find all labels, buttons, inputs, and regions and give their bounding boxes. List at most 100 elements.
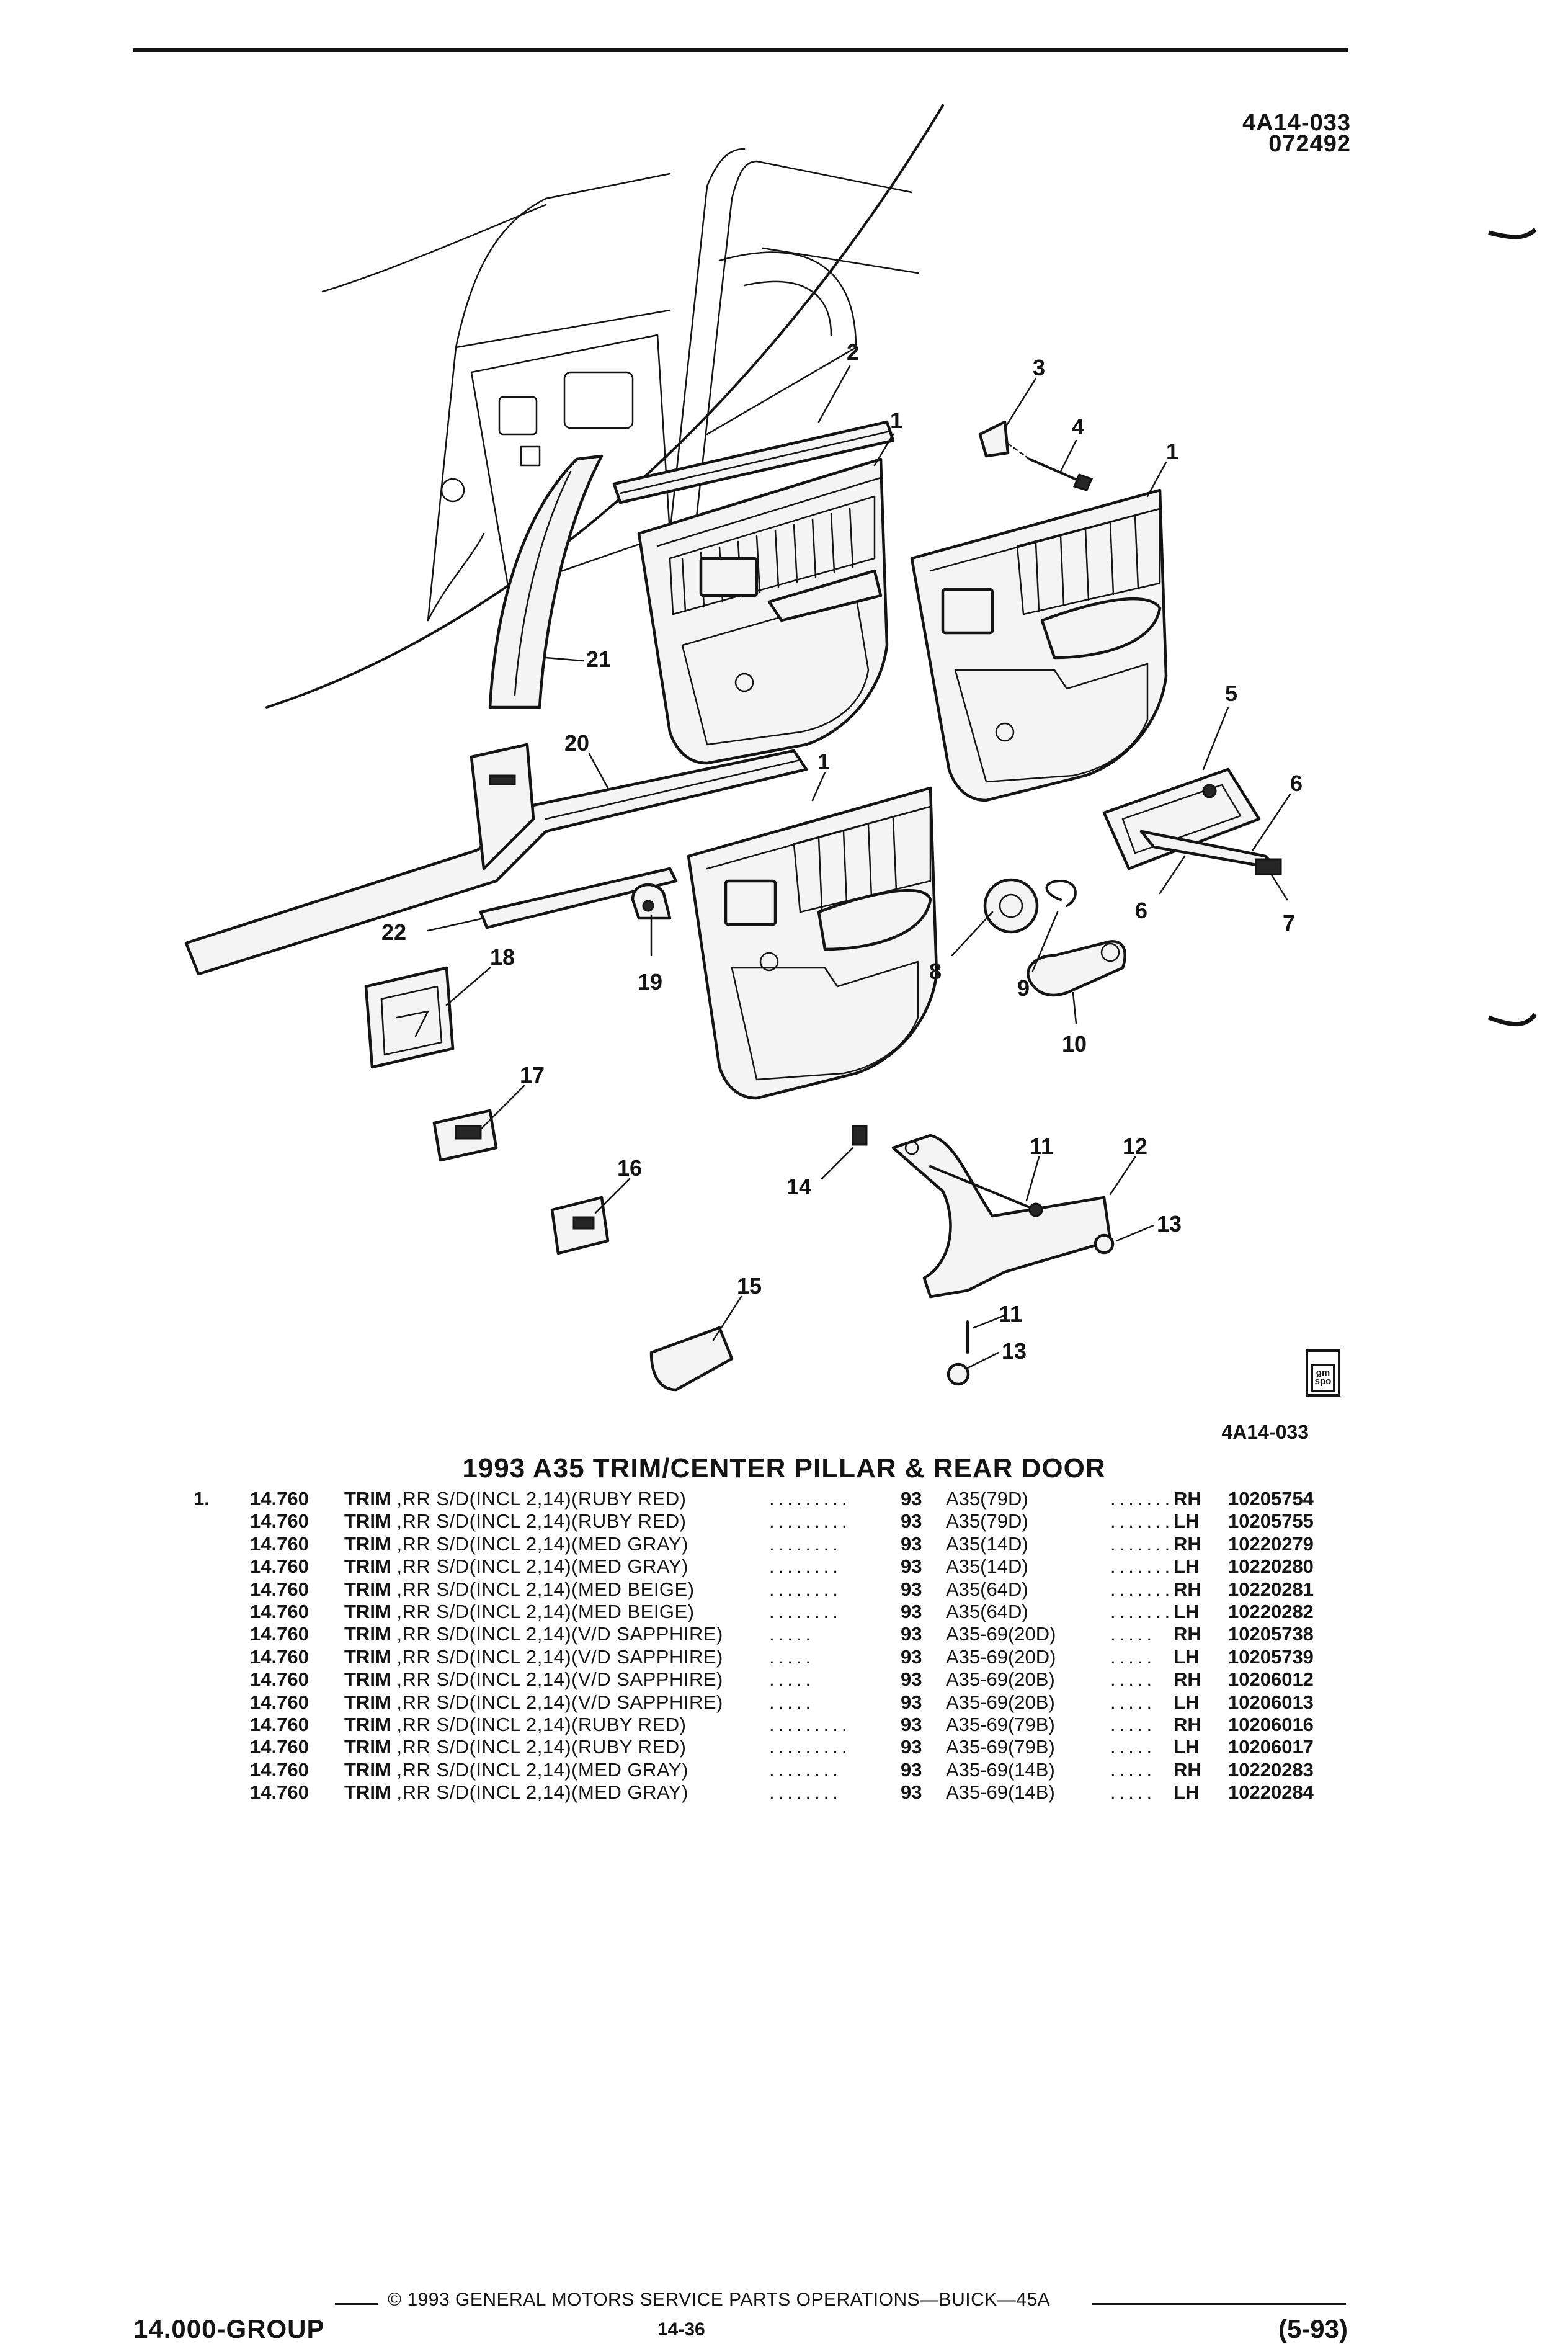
- callout-label: 12: [1123, 1134, 1147, 1159]
- parts-cell-model: A35(14D): [946, 1532, 1028, 1555]
- callout-label: 13: [1002, 1338, 1027, 1364]
- parts-name: TRIM: [344, 1668, 391, 1691]
- parts-cell-group: 14.760: [250, 1578, 309, 1600]
- part-22-sill-trim: [479, 867, 678, 929]
- parts-cell-leader1: ........: [769, 1555, 842, 1578]
- parts-cell-model: A35-69(20B): [946, 1691, 1055, 1713]
- parts-cell-leader1: ........: [769, 1758, 842, 1781]
- parts-cell-leader2: .....: [1110, 1623, 1156, 1645]
- parts-name: TRIM: [344, 1713, 391, 1735]
- parts-cell-part-number: 10220279: [1228, 1532, 1314, 1555]
- part-16-switch-housing: [550, 1196, 610, 1255]
- callout-label: 1: [817, 749, 830, 774]
- margin-mark: [1488, 228, 1537, 239]
- parts-cell-description: TRIM ,RR S/D(INCL 2,14)(RUBY RED): [344, 1510, 686, 1532]
- parts-desc: ,RR S/D(INCL 2,14)(V/D SAPPHIRE): [396, 1691, 723, 1713]
- parts-cell-side: RH: [1174, 1623, 1201, 1645]
- parts-cell-model: A35(64D): [946, 1578, 1028, 1600]
- parts-cell-description: TRIM ,RR S/D(INCL 2,14)(RUBY RED): [344, 1736, 686, 1758]
- part-5-handle-bezel: [1102, 767, 1261, 870]
- parts-cell-leader1: .........: [769, 1488, 851, 1510]
- illustration-caption: 4A14-033: [1221, 1421, 1309, 1443]
- parts-desc: ,RR S/D(INCL 2,14)(RUBY RED): [396, 1510, 687, 1532]
- parts-cell-description: TRIM ,RR S/D(INCL 2,14)(MED GRAY): [344, 1533, 688, 1555]
- parts-cell-leader1: .........: [769, 1713, 851, 1735]
- parts-cell-description: TRIM ,RR S/D(INCL 2,14)(MED GRAY): [344, 1555, 688, 1578]
- part-15-bracket: [649, 1326, 734, 1392]
- part-3-clip: [978, 420, 1010, 458]
- parts-cell-description: TRIM ,RR S/D(INCL 2,14)(MED BEIGE): [344, 1601, 695, 1623]
- parts-name: TRIM: [344, 1488, 391, 1510]
- parts-cell-year: 93: [901, 1645, 922, 1668]
- parts-name: TRIM: [344, 1758, 391, 1781]
- parts-cell-leader1: .....: [769, 1623, 815, 1645]
- parts-name: TRIM: [344, 1600, 391, 1622]
- parts-cell-part-number: 10220280: [1228, 1555, 1314, 1578]
- parts-cell-model: A35-69(14B): [946, 1781, 1055, 1804]
- part-20-sill-plate: [184, 743, 808, 976]
- parts-cell-group: 14.760: [250, 1600, 309, 1622]
- callout-label: 7: [1283, 910, 1295, 936]
- parts-cell-side: LH: [1174, 1781, 1200, 1804]
- parts-cell-leader2: ........: [1110, 1510, 1183, 1532]
- callout-label: 19: [638, 969, 662, 995]
- parts-desc: ,RR S/D(INCL 2,14)(MED GRAY): [396, 1758, 688, 1781]
- parts-cell-group: 14.760: [250, 1668, 309, 1691]
- parts-cell-side: RH: [1174, 1488, 1201, 1510]
- parts-cell-description: TRIM ,RR S/D(INCL 2,14)(RUBY RED): [344, 1488, 686, 1510]
- parts-cell-description: TRIM ,RR S/D(INCL 2,14)(V/D SAPPHIRE): [344, 1646, 723, 1668]
- parts-cell-model: A35(14D): [946, 1555, 1028, 1578]
- parts-cell-model: A35-69(20D): [946, 1623, 1056, 1645]
- door-trim-panel-upper-right: [910, 488, 1168, 802]
- parts-cell-side: LH: [1174, 1691, 1200, 1713]
- callout-leaders: [427, 365, 1291, 1369]
- exploded-parts-diagram: 1 1 1 2 3 4 5 6 6 7 8 9 10 11 11 12 13 1…: [184, 104, 1537, 1392]
- parts-cell-year: 93: [901, 1781, 922, 1804]
- callout-label: 20: [564, 730, 589, 756]
- margin-mark: [1487, 1013, 1537, 1027]
- parts-cell-part-number: 10206013: [1228, 1691, 1314, 1713]
- parts-cell-part-number: 10206016: [1228, 1713, 1314, 1735]
- parts-cell-group: 14.760: [250, 1555, 309, 1578]
- parts-cell-model: A35-69(20B): [946, 1668, 1055, 1691]
- parts-cell-group: 14.760: [250, 1532, 309, 1555]
- parts-name: TRIM: [344, 1578, 391, 1600]
- part-13-cap: [947, 1233, 1115, 1386]
- parts-cell-year: 93: [901, 1668, 922, 1691]
- callout-label: 6: [1290, 771, 1303, 796]
- parts-cell-leader1: .........: [769, 1736, 851, 1758]
- parts-cell-group: 14.760: [250, 1623, 309, 1645]
- parts-desc: ,RR S/D(INCL 2,14)(MED GRAY): [396, 1532, 688, 1555]
- parts-cell-year: 93: [901, 1555, 922, 1578]
- part-4-screw: [1007, 442, 1094, 491]
- parts-cell-model: A35-69(79B): [946, 1736, 1055, 1758]
- parts-cell-description: TRIM ,RR S/D(INCL 2,14)(V/D SAPPHIRE): [344, 1691, 723, 1714]
- parts-cell-leader2: ........: [1110, 1555, 1183, 1578]
- parts-cell-side: LH: [1174, 1645, 1200, 1668]
- parts-name: TRIM: [344, 1532, 391, 1555]
- parts-cell-side: RH: [1174, 1532, 1201, 1555]
- parts-cell-side: LH: [1174, 1600, 1200, 1622]
- page-number: 14-36: [657, 2319, 705, 2340]
- parts-cell-year: 93: [901, 1713, 922, 1735]
- parts-cell-description: TRIM ,RR S/D(INCL 2,14)(MED BEIGE): [344, 1578, 695, 1601]
- part-18-switch-bezel: [364, 966, 455, 1069]
- parts-cell-description: TRIM ,RR S/D(INCL 2,14)(V/D SAPPHIRE): [344, 1623, 723, 1645]
- door-trim-panel-lower: [687, 786, 938, 1100]
- parts-cell-leader1: ........: [769, 1781, 842, 1804]
- parts-cell-year: 93: [901, 1691, 922, 1713]
- parts-cell-group: 14.760: [250, 1781, 309, 1804]
- callout-label: 16: [617, 1155, 642, 1181]
- callout-label: 11: [1030, 1134, 1053, 1159]
- parts-cell-part-number: 10205754: [1228, 1488, 1314, 1510]
- footer-rule-left: [335, 2303, 378, 2305]
- parts-desc: ,RR S/D(INCL 2,14)(V/D SAPPHIRE): [396, 1623, 723, 1645]
- callout-label: 6: [1135, 898, 1147, 923]
- parts-cell-leader2: ........: [1110, 1532, 1183, 1555]
- gm-spo-logo: gm spo: [1306, 1349, 1340, 1397]
- parts-cell-part-number: 10220283: [1228, 1758, 1314, 1781]
